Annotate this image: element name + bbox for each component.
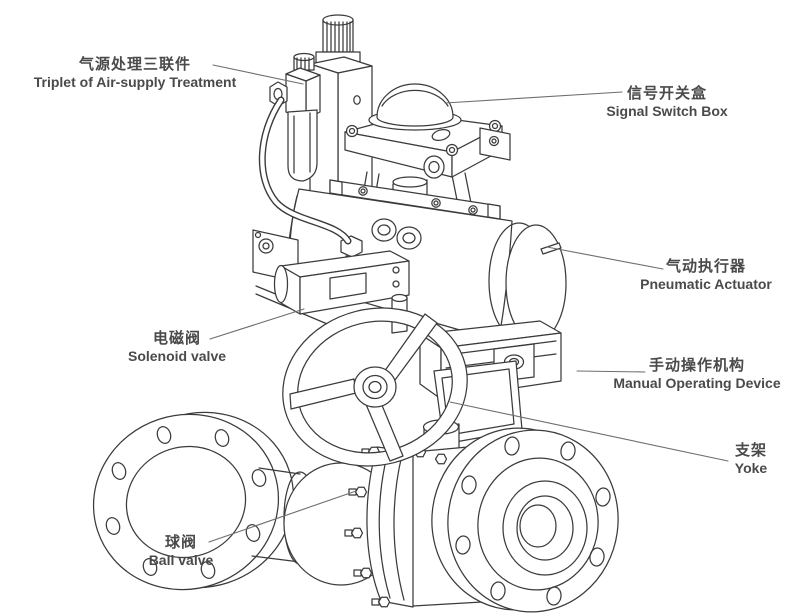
label-signal-switch-box-en: Signal Switch Box (606, 103, 728, 119)
label-manual-operating-device: 手动操作机构 Manual Operating Device (613, 356, 780, 392)
label-yoke-en: Yoke (734, 460, 768, 476)
label-pneumatic-actuator-en: Pneumatic Actuator (640, 276, 772, 292)
air-hose-drawing (258, 96, 352, 245)
signal-switch-box-drawing (344, 83, 511, 179)
label-solenoid-valve-zh: 电磁阀 (152, 330, 202, 347)
label-signal-switch-box: 信号开关盒 Signal Switch Box (606, 84, 727, 120)
label-air-treatment: 气源处理三联件 Triplet of Air-supply Treatment (34, 55, 237, 91)
label-pneumatic-actuator: 气动执行器 Pneumatic Actuator (640, 257, 772, 293)
label-ball-valve-zh: 球阀 (164, 534, 198, 551)
leader-lines (208, 64, 729, 543)
ball-valve-drawing (92, 411, 619, 613)
label-pneumatic-actuator-zh: 气动执行器 (665, 258, 747, 275)
label-solenoid-valve: 电磁阀 Solenoid valve (128, 329, 226, 365)
label-air-treatment-zh: 气源处理三联件 (78, 56, 192, 73)
label-yoke-zh: 支架 (734, 442, 767, 459)
label-solenoid-valve-en: Solenoid valve (127, 348, 227, 364)
label-signal-switch-box-zh: 信号开关盒 (626, 85, 708, 102)
handwheel-drawing (282, 307, 468, 467)
label-ball-valve-en: Ball valve (148, 552, 214, 568)
label-ball-valve: 球阀 Ball valve (149, 533, 214, 569)
label-manual-operating-device-zh: 手动操作机构 (648, 357, 745, 374)
label-air-treatment-en: Triplet of Air-supply Treatment (33, 74, 237, 90)
solenoid-valve-drawing (273, 250, 410, 315)
label-manual-operating-device-en: Manual Operating Device (613, 375, 781, 391)
label-yoke: 支架 Yoke (735, 441, 767, 477)
